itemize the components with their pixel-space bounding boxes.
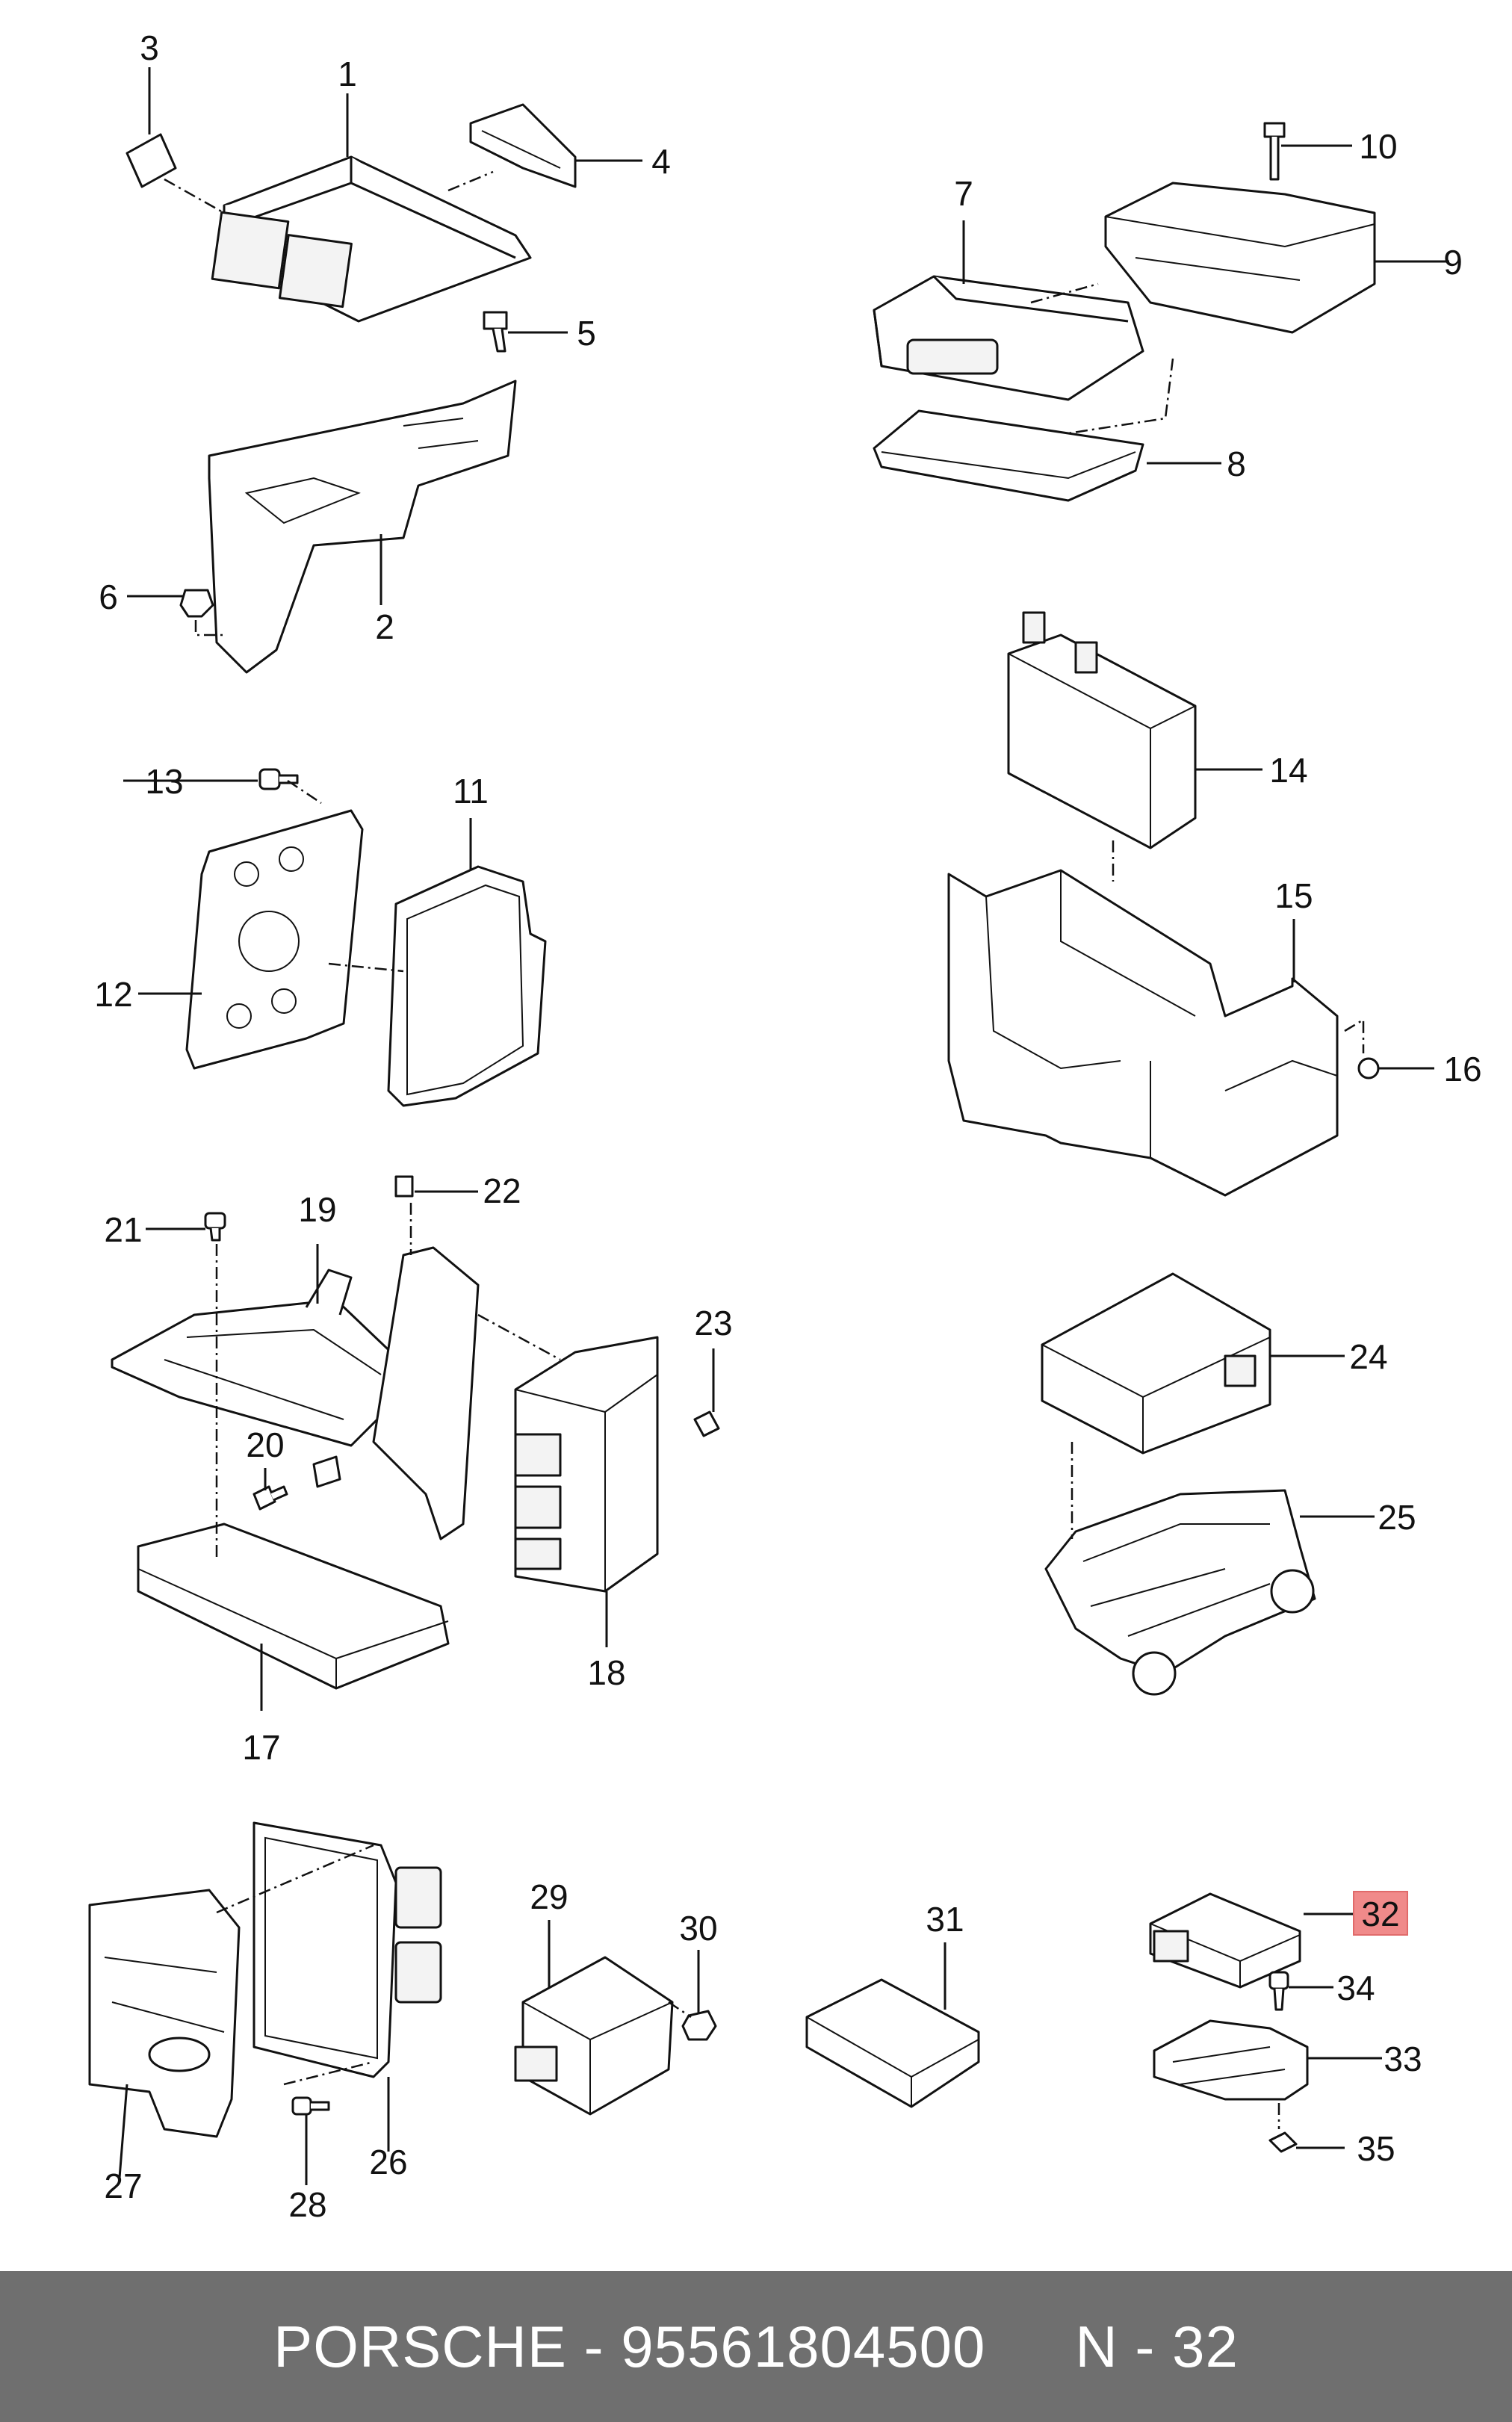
- nut-16: [1357, 1057, 1380, 1080]
- leader-lines: [118, 67, 1449, 2185]
- callout-4: 4: [651, 142, 671, 181]
- callout-26: 26: [369, 2143, 407, 2181]
- module-24: [1041, 1272, 1271, 1455]
- callout-11: 11: [453, 772, 489, 811]
- module-31: [805, 1978, 980, 2108]
- callout-6: 6: [99, 577, 118, 616]
- callout-9: 9: [1443, 243, 1463, 282]
- screw-5: [483, 311, 508, 353]
- module-32: [1149, 1892, 1301, 1989]
- screw-20: [252, 1455, 341, 1511]
- screw-28: [291, 2096, 330, 2116]
- callout-32: 32: [1361, 1895, 1399, 1933]
- control-unit-11: [387, 865, 547, 1107]
- callout-27: 27: [104, 2167, 142, 2205]
- bracket-33: [1153, 2019, 1309, 2101]
- bracket-22: [372, 1175, 480, 1540]
- callout-10: 10: [1359, 127, 1397, 166]
- bracket-12: [185, 809, 364, 1070]
- callout-13: 13: [145, 762, 183, 801]
- callout-12: 12: [94, 975, 132, 1014]
- callout-labels: 1 2 3 4 5 6 7 8 9 10 11 12 13 14 15 16 1…: [94, 28, 1481, 2224]
- cover-4: [469, 103, 577, 188]
- bolt-10: [1263, 122, 1286, 181]
- bracket-19: [111, 1269, 420, 1447]
- screw-34: [1268, 1971, 1289, 2011]
- callout-28: 28: [288, 2185, 326, 2224]
- callout-22: 22: [483, 1171, 521, 1210]
- screw-23: [693, 1410, 720, 1437]
- control-unit-7: [873, 275, 1144, 401]
- bracket-2: [208, 380, 517, 674]
- callout-34: 34: [1336, 1969, 1375, 2007]
- callout-19: 19: [298, 1190, 336, 1229]
- callout-30: 30: [679, 1909, 717, 1948]
- callout-7: 7: [954, 174, 973, 213]
- callout-25: 25: [1378, 1498, 1416, 1537]
- callout-8: 8: [1227, 445, 1246, 483]
- callout-3: 3: [140, 28, 159, 67]
- callout-16: 16: [1443, 1050, 1481, 1088]
- footer-bar: PORSCHE - 95561804500 N - 32: [0, 2271, 1512, 2422]
- module-29: [514, 1956, 674, 2116]
- footer-part-number: 95561804500: [621, 2313, 986, 2379]
- footer-ref: N - 32: [1075, 2313, 1239, 2379]
- callout-24: 24: [1349, 1337, 1387, 1376]
- module-8: [873, 409, 1144, 502]
- callout-35: 35: [1357, 2129, 1395, 2168]
- module-18: [514, 1336, 659, 1593]
- nut-30: [681, 2010, 717, 2041]
- callout-15: 15: [1274, 876, 1313, 915]
- callout-23: 23: [694, 1304, 732, 1342]
- parts-diagram: 1 2 3 4 5 6 7 8 9 10 11 12 13 14 15 16 1…: [88, 28, 1482, 2224]
- bracket-27: [88, 1889, 241, 2138]
- clip-3: [126, 133, 177, 188]
- housing-9: [1104, 182, 1376, 334]
- screw-13: [258, 768, 299, 790]
- callout-1: 1: [338, 55, 357, 93]
- control-unit-26: [252, 1821, 442, 2078]
- module-17: [137, 1523, 450, 1690]
- callout-5: 5: [577, 314, 596, 353]
- callout-29: 29: [530, 1877, 568, 1916]
- footer-brand: PORSCHE: [273, 2313, 567, 2379]
- callout-18: 18: [587, 1653, 625, 1692]
- clip-35: [1268, 2131, 1298, 2153]
- carrier-15: [947, 869, 1339, 1197]
- module-14: [1007, 611, 1197, 849]
- control-unit-1: [211, 155, 532, 323]
- callout-33: 33: [1384, 2040, 1422, 2078]
- footer-separator: -: [583, 2313, 604, 2379]
- highlight-box-32: [1353, 1891, 1408, 1936]
- nut-6: [179, 589, 214, 618]
- bracket-25: [1044, 1489, 1316, 1696]
- callout-20: 20: [246, 1425, 284, 1464]
- callout-2: 2: [375, 607, 394, 646]
- callout-17: 17: [242, 1728, 280, 1767]
- callout-21: 21: [104, 1210, 142, 1249]
- screw-21: [204, 1212, 226, 1242]
- callout-14: 14: [1269, 751, 1307, 790]
- callout-31: 31: [926, 1900, 964, 1939]
